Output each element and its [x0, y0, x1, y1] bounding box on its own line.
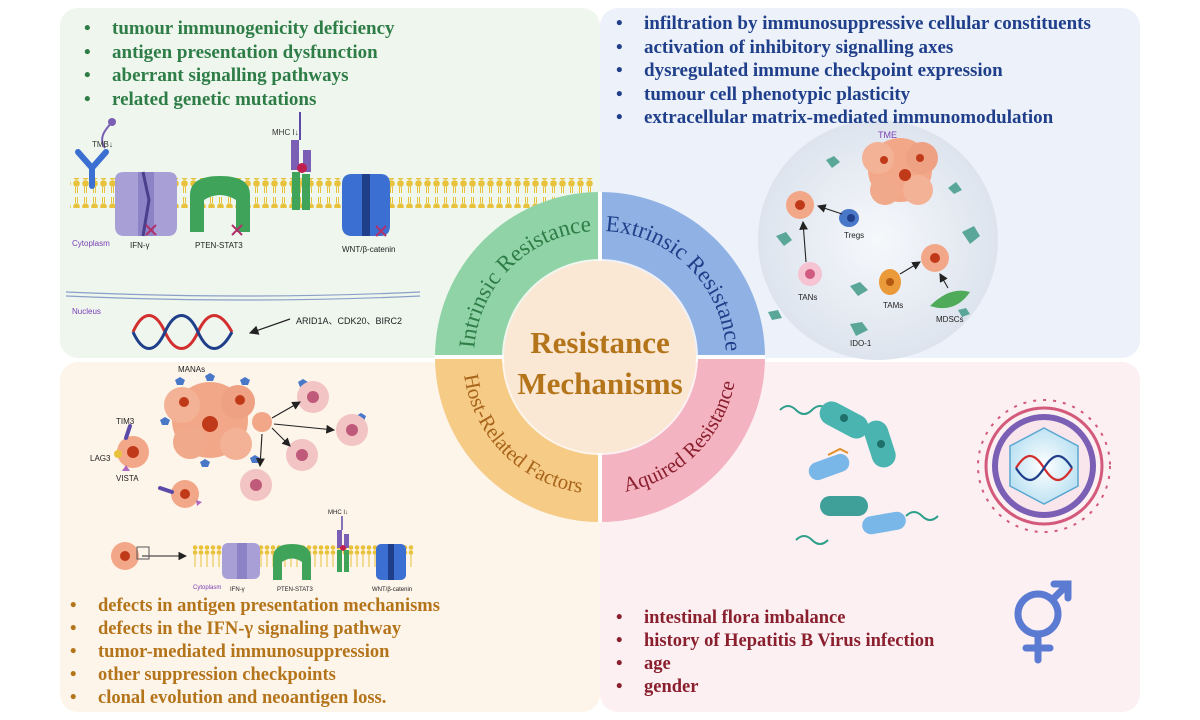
vista-label: VISTA	[116, 474, 139, 483]
tams-label: TAMs	[883, 301, 903, 310]
tme-arrows	[799, 204, 949, 289]
list-item: intestinal flora imbalance	[606, 607, 934, 630]
list-item: antigen presentation dysfunction	[74, 41, 395, 65]
extrinsic-list: infiltration by immunosuppressive cellul…	[606, 12, 1091, 130]
tumour-cluster-icon	[862, 138, 938, 205]
list-item: gender	[606, 676, 934, 699]
list-item: aberrant signalling pathways	[74, 64, 395, 88]
manas-icon	[160, 373, 366, 467]
list-item: history of Hepatitis B Virus infection	[606, 630, 934, 653]
lag3-label: LAG3	[90, 454, 111, 463]
gene-arrow	[248, 318, 291, 335]
host-wnt-label: WNT/β-catenin	[372, 587, 412, 593]
mhc-label: MHC I↓	[272, 128, 299, 137]
wnt-receptor-icon	[342, 174, 390, 237]
tmb-molecule-icon	[101, 118, 116, 149]
ring-extrinsic	[600, 192, 765, 357]
list-item: other suppression checkpoints	[60, 664, 440, 687]
intrinsic-list: tumour immunogenicity deficiency antigen…	[74, 17, 395, 111]
ring-acquired	[600, 357, 765, 522]
antibody-icon	[75, 149, 109, 189]
tme-label: TME	[878, 130, 897, 140]
host-pten-label: PTEN-STAT3	[277, 587, 313, 593]
acquired-list: intestinal flora imbalance history of He…	[606, 607, 934, 699]
tumour-cell-icon	[786, 191, 949, 272]
tans-label: TANs	[798, 293, 817, 302]
host-pten-receptor-icon	[273, 544, 311, 580]
center-title-line2: Mechanisms	[517, 366, 682, 401]
dna-helix-icon	[131, 314, 234, 350]
ifn-label: IFN-γ	[130, 241, 150, 250]
host-wnt-receptor-icon	[376, 544, 406, 580]
tumour-mass-icon	[164, 382, 272, 460]
list-item: clonal evolution and neoantigen loss.	[60, 687, 440, 710]
host-mhc-receptor-icon	[337, 516, 349, 572]
host-ifn-receptor-icon	[222, 543, 260, 579]
mhc-receptor-icon	[291, 112, 311, 210]
ido-label: IDO-1	[850, 339, 872, 348]
bacteria-icon	[779, 401, 939, 545]
gender-symbol-icon	[1014, 580, 1072, 664]
genes-label: ARID1A、CDK20、BIRC2	[296, 316, 402, 326]
list-item: infiltration by immunosuppressive cellul…	[606, 12, 1091, 36]
host-cytoplasm-label: Cytoplasm	[193, 585, 221, 591]
host-ifn-label: IFN-γ	[230, 587, 245, 593]
nucleus-line	[65, 291, 421, 301]
tregs-label: Tregs	[844, 231, 864, 240]
list-item: age	[606, 653, 934, 676]
pten-stat3-receptor-icon	[190, 176, 250, 236]
ring-host	[435, 357, 600, 522]
list-item: defects in antigen presentation mechanis…	[60, 595, 440, 618]
center-title-line1: Resistance	[530, 325, 669, 360]
host-list: defects in antigen presentation mechanis…	[60, 595, 440, 710]
hbv-virus-icon	[977, 399, 1111, 533]
pten-label: PTEN-STAT3	[195, 241, 243, 250]
checkpoint-icons	[114, 424, 202, 506]
cytoplasm-label: Cytoplasm	[72, 239, 110, 248]
list-item: related genetic mutations	[74, 88, 395, 112]
list-item: tumour immunogenicity deficiency	[74, 17, 395, 41]
immune-cells-icon	[798, 209, 970, 309]
list-item: tumor-mediated immunosuppression	[60, 641, 440, 664]
list-item: dysregulated immune checkpoint expressio…	[606, 59, 1091, 83]
list-item: defects in the IFN-γ signaling pathway	[60, 618, 440, 641]
center-circle	[504, 261, 696, 453]
tmb-label: TMB↓	[92, 140, 113, 149]
ring-intrinsic	[435, 192, 600, 357]
mdscs-label: MDSCs	[936, 315, 964, 324]
list-item: extracellular matrix-mediated immunomodu…	[606, 106, 1091, 130]
tim3-label: TIM3	[116, 417, 135, 426]
wnt-label: WNT/β-catenin	[342, 245, 396, 254]
list-item: tumour cell phenotypic plasticity	[606, 83, 1091, 107]
list-item: activation of inhibitory signalling axes	[606, 36, 1091, 60]
host-mhc-label: MHC I↓	[328, 510, 348, 516]
ecm-fragments-icon	[768, 156, 980, 336]
manas-label: MANAs	[178, 365, 205, 374]
nucleus-label: Nucleus	[72, 307, 101, 316]
daughter-cells-icon	[117, 381, 368, 508]
ifn-receptor-icon	[115, 171, 177, 237]
